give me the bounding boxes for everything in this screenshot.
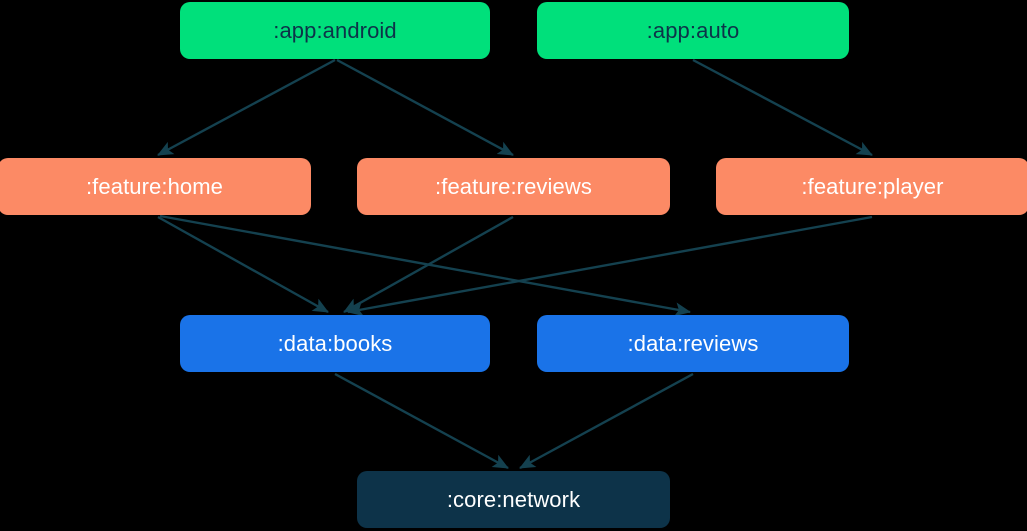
node-feature-home[interactable]: :feature:home bbox=[0, 158, 311, 215]
node-data-reviews[interactable]: :data:reviews bbox=[537, 315, 849, 372]
edge-feature-home-to-data-reviews bbox=[159, 214, 691, 317]
node-label: :data:reviews bbox=[627, 330, 759, 356]
edge-feature-home-to-data-books bbox=[157, 215, 329, 314]
node-core-network[interactable]: :core:network bbox=[357, 471, 670, 528]
node-label: :feature:player bbox=[801, 173, 944, 199]
node-app-android[interactable]: :app:android bbox=[180, 2, 490, 59]
edge-data-books-to-core-network bbox=[334, 372, 509, 470]
edge-feature-player-to-data-books bbox=[347, 215, 873, 317]
node-label: :core:network bbox=[446, 486, 581, 512]
node-feature-reviews[interactable]: :feature:reviews bbox=[357, 158, 670, 215]
node-data-books[interactable]: :data:books bbox=[180, 315, 490, 372]
edge-app-android-to-feature-reviews bbox=[336, 58, 514, 157]
node-feature-player[interactable]: :feature:player bbox=[716, 158, 1027, 215]
node-label: :app:android bbox=[273, 17, 397, 43]
edge-data-reviews-to-core-network bbox=[519, 372, 694, 470]
edge-feature-reviews-to-data-books bbox=[343, 215, 514, 314]
node-label: :feature:reviews bbox=[435, 173, 592, 199]
edge-app-android-to-feature-home bbox=[157, 58, 336, 157]
edge-app-auto-to-feature-player bbox=[692, 58, 873, 157]
node-app-auto[interactable]: :app:auto bbox=[537, 2, 849, 59]
node-label: :feature:home bbox=[85, 173, 224, 199]
node-label: :app:auto bbox=[646, 17, 740, 43]
node-label: :data:books bbox=[277, 330, 393, 356]
